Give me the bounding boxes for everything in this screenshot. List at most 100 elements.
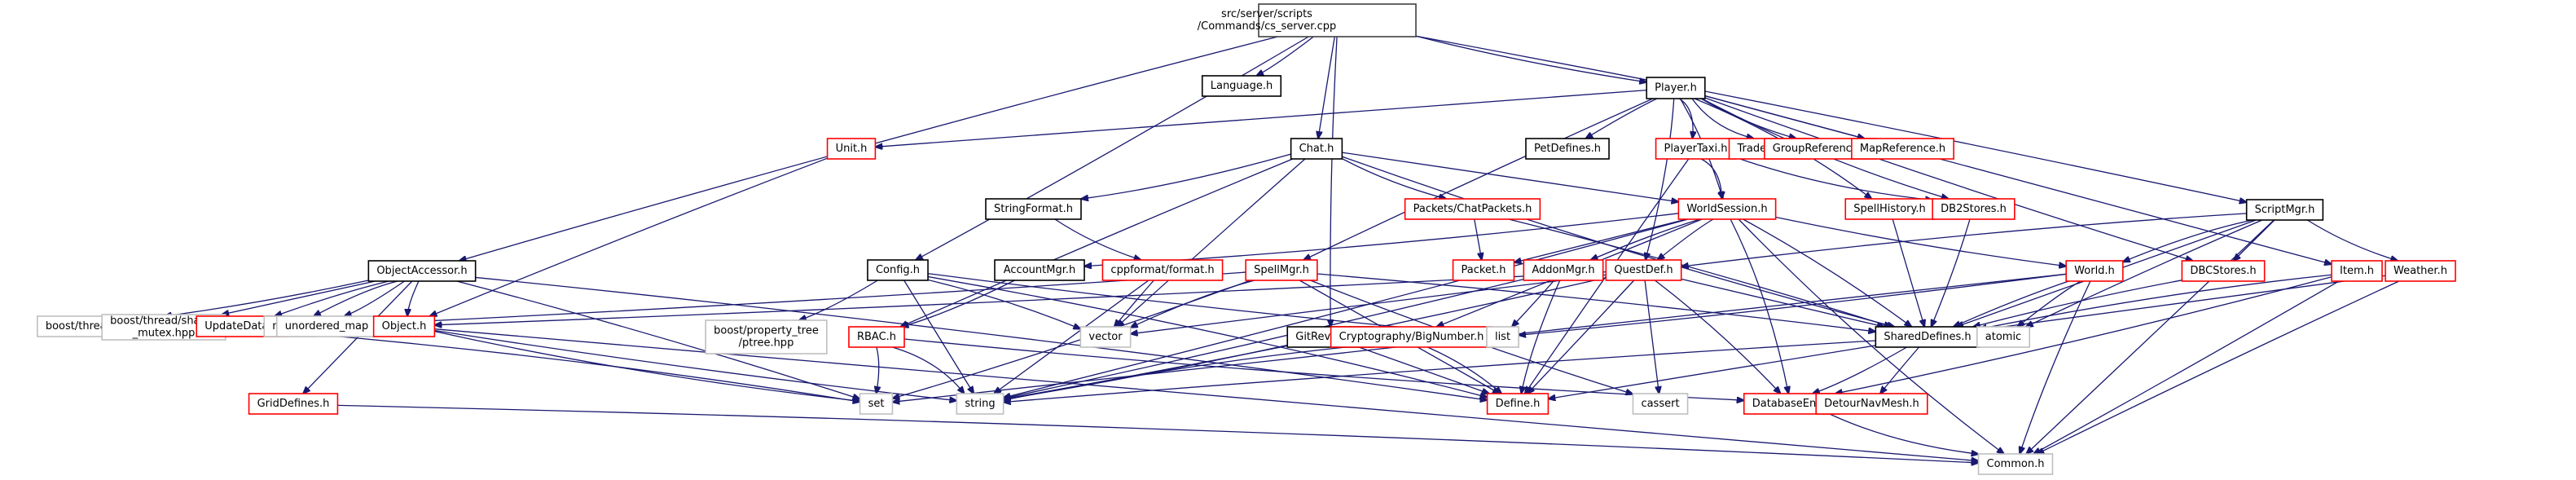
node-label-list: list: [1495, 331, 1510, 343]
node-string[interactable]: string: [956, 393, 1004, 415]
node-label-define: Define.h: [1496, 398, 1541, 410]
node-box-unorderedmap[interactable]: [275, 315, 378, 337]
node-vector[interactable]: vector: [1079, 326, 1132, 348]
node-box-dbcstores[interactable]: [2181, 260, 2266, 282]
node-unorderedmap[interactable]: unordered_map: [275, 315, 378, 337]
node-box-accountmgr[interactable]: [994, 259, 1085, 281]
node-box-define[interactable]: [1486, 393, 1550, 415]
edge-root-to-chat: [1318, 36, 1335, 139]
node-box-atomic[interactable]: [1976, 326, 2031, 348]
node-dbcstores[interactable]: DBCStores.h: [2181, 260, 2266, 282]
node-box-language[interactable]: [1201, 75, 1282, 97]
node-mapreference[interactable]: MapReference.h: [1851, 138, 1954, 160]
node-box-petdefines[interactable]: [1525, 138, 1610, 160]
node-questdef[interactable]: QuestDef.h: [1605, 259, 1682, 281]
node-config[interactable]: Config.h: [867, 259, 929, 281]
node-box-object[interactable]: [372, 315, 436, 337]
edge-chat-to-worldsession: [1342, 152, 1678, 202]
edge-questdef-to-cassert: [1644, 280, 1659, 394]
node-shareddefines[interactable]: SharedDefines.h: [1875, 326, 1980, 348]
node-spellmgr[interactable]: SpellMgr.h: [1245, 259, 1318, 281]
edge-rbac-to-string: [892, 346, 964, 394]
node-box-mapreference[interactable]: [1851, 138, 1954, 160]
node-box-player[interactable]: [1646, 77, 1706, 99]
node-box-list[interactable]: [1486, 326, 1519, 348]
edge-scriptmgr-to-common: [2026, 219, 2275, 454]
node-box-item[interactable]: [2331, 260, 2383, 282]
node-rbac[interactable]: RBAC.h: [848, 326, 905, 348]
node-box-root[interactable]: [1258, 3, 1417, 37]
edge-questdef-to-databaseenv: [1654, 280, 1780, 394]
edge-object-to-set: [434, 330, 859, 402]
node-define[interactable]: Define.h: [1486, 393, 1550, 415]
edge-player-to-item: [1704, 95, 2332, 265]
node-box-bignumber[interactable]: [1330, 326, 1493, 348]
node-list[interactable]: list: [1486, 326, 1519, 348]
node-scriptmgr[interactable]: ScriptMgr.h: [2245, 199, 2324, 221]
node-addonmgr[interactable]: AddonMgr.h: [1523, 259, 1604, 281]
node-box-worldsession[interactable]: [1677, 198, 1777, 220]
node-worldsession[interactable]: WorldSession.h: [1677, 198, 1777, 220]
node-box-db2stores[interactable]: [1932, 198, 2016, 220]
node-label-vector: vector: [1088, 331, 1123, 343]
node-ptree[interactable]: boost/property_tree/ptree.hpp: [705, 319, 828, 354]
node-weather[interactable]: Weather.h: [2385, 260, 2456, 282]
node-root[interactable]: src/server/scripts/Commands/cs_server.cp…: [1198, 3, 1417, 37]
node-db2stores[interactable]: DB2Stores.h: [1932, 198, 2016, 220]
node-box-detournavmesh[interactable]: [1815, 393, 1928, 415]
node-item[interactable]: Item.h: [2331, 260, 2383, 282]
node-box-packet[interactable]: [1452, 259, 1515, 281]
node-chatpackets[interactable]: Packets/ChatPackets.h: [1404, 198, 1541, 220]
node-cppformat[interactable]: cppformat/format.h: [1101, 259, 1224, 281]
node-griddefines[interactable]: GridDefines.h: [248, 393, 339, 415]
node-box-stringformat[interactable]: [985, 198, 1082, 220]
node-accountmgr[interactable]: AccountMgr.h: [994, 259, 1085, 281]
node-world[interactable]: World.h: [2065, 260, 2124, 282]
node-box-griddefines[interactable]: [248, 393, 339, 415]
node-box-string[interactable]: [956, 393, 1004, 415]
node-box-spellmgr[interactable]: [1245, 259, 1318, 281]
node-box-set[interactable]: [859, 393, 894, 415]
node-unit[interactable]: Unit.h: [826, 138, 877, 160]
node-box-scriptmgr[interactable]: [2245, 199, 2324, 221]
node-box-unit[interactable]: [826, 138, 877, 160]
node-playertaxi[interactable]: PlayerTaxi.h: [1655, 138, 1737, 160]
node-box-chatpackets[interactable]: [1404, 198, 1541, 220]
node-spellhistory[interactable]: SpellHistory.h: [1844, 198, 1935, 220]
node-packet[interactable]: Packet.h: [1452, 259, 1515, 281]
node-box-cppformat[interactable]: [1101, 259, 1224, 281]
node-objectaccessor[interactable]: ObjectAccessor.h: [367, 260, 477, 282]
node-box-chat[interactable]: [1290, 138, 1343, 160]
node-box-rbac[interactable]: [848, 326, 905, 348]
node-stringformat[interactable]: StringFormat.h: [985, 198, 1082, 220]
edge-config-to-string: [903, 280, 974, 394]
edge-worldsession-to-world: [1775, 216, 2067, 266]
node-box-objectaccessor[interactable]: [367, 260, 477, 282]
node-box-questdef[interactable]: [1605, 259, 1682, 281]
node-box-addonmgr[interactable]: [1523, 259, 1604, 281]
node-box-ptree[interactable]: [705, 319, 828, 354]
node-chat[interactable]: Chat.h: [1290, 138, 1343, 160]
node-box-config[interactable]: [867, 259, 929, 281]
edge-questdef-to-shareddefines: [1681, 278, 1884, 327]
node-box-cassert[interactable]: [1632, 393, 1689, 415]
node-box-world[interactable]: [2065, 260, 2124, 282]
node-box-weather[interactable]: [2385, 260, 2456, 282]
node-common[interactable]: Common.h: [1977, 453, 2054, 475]
edge-chat-to-rbac: [900, 158, 1294, 327]
node-language[interactable]: Language.h: [1201, 75, 1282, 97]
node-label-cppformat: cppformat/format.h: [1110, 264, 1214, 276]
node-petdefines[interactable]: PetDefines.h: [1525, 138, 1610, 160]
node-box-common[interactable]: [1977, 453, 2054, 475]
node-box-vector[interactable]: [1079, 326, 1132, 348]
node-atomic[interactable]: atomic: [1976, 326, 2031, 348]
node-set[interactable]: set: [859, 393, 894, 415]
node-player[interactable]: Player.h: [1646, 77, 1706, 99]
edge-db2stores-to-shareddefines: [1931, 218, 1971, 327]
node-label-objectaccessor: ObjectAccessor.h: [376, 265, 467, 277]
node-label-unit: Unit.h: [836, 143, 868, 155]
node-detournavmesh[interactable]: DetourNavMesh.h: [1815, 393, 1928, 415]
node-object[interactable]: Object.h: [372, 315, 436, 337]
node-cassert[interactable]: cassert: [1632, 393, 1689, 415]
node-bignumber[interactable]: Cryptography/BigNumber.h: [1330, 326, 1493, 348]
